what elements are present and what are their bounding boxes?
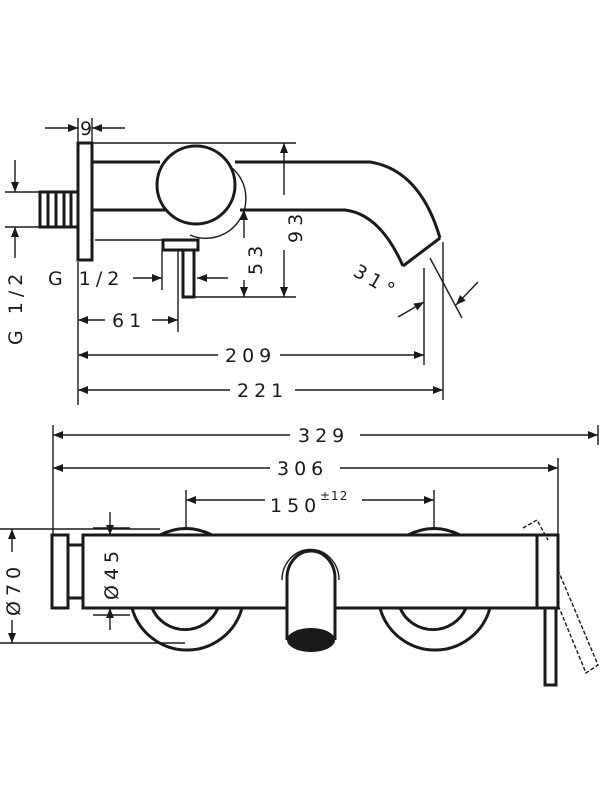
dim-center-distance: 150 xyxy=(270,495,321,517)
wall-plate xyxy=(76,141,94,262)
dim-spout-reach-inner: 209 xyxy=(225,345,276,367)
dim-height-spout: 53 xyxy=(245,241,267,275)
dim-cap-diameter: Ø70 xyxy=(3,562,25,616)
dim-outlet-thread: G 1/2 xyxy=(48,268,124,290)
dim-body-width: 306 xyxy=(277,458,328,480)
dim-center-tolerance: ±12 xyxy=(320,489,348,503)
dim-lever-offset: 61 xyxy=(112,310,146,332)
dim-spout-reach-outer: 221 xyxy=(237,380,288,402)
dim-total-width: 329 xyxy=(298,425,349,447)
left-cap xyxy=(50,533,70,610)
right-cap xyxy=(535,533,560,610)
dim-spout-angle: 31° xyxy=(350,260,403,303)
dim-inlet-thread: G 1/2 xyxy=(5,269,27,345)
inlet-connector xyxy=(38,190,80,229)
inlet-elbow-left xyxy=(130,607,244,652)
dim-body-diameter: Ø45 xyxy=(101,546,123,600)
side-view: 9 G 1/2 G 1/2 53 93 31° 61 xyxy=(5,118,479,405)
spout-front xyxy=(281,548,340,652)
lever-front xyxy=(543,606,558,687)
front-view: 329 306 150 ±12 Ø4 xyxy=(0,425,599,687)
inlet-elbow-right xyxy=(378,607,492,652)
spout xyxy=(235,160,442,239)
lever-alt-position xyxy=(522,519,599,675)
dim-height-total: 93 xyxy=(285,209,307,243)
lever xyxy=(181,248,196,299)
handle-knob xyxy=(155,144,237,226)
dim-wall-plate: 9 xyxy=(80,118,97,140)
